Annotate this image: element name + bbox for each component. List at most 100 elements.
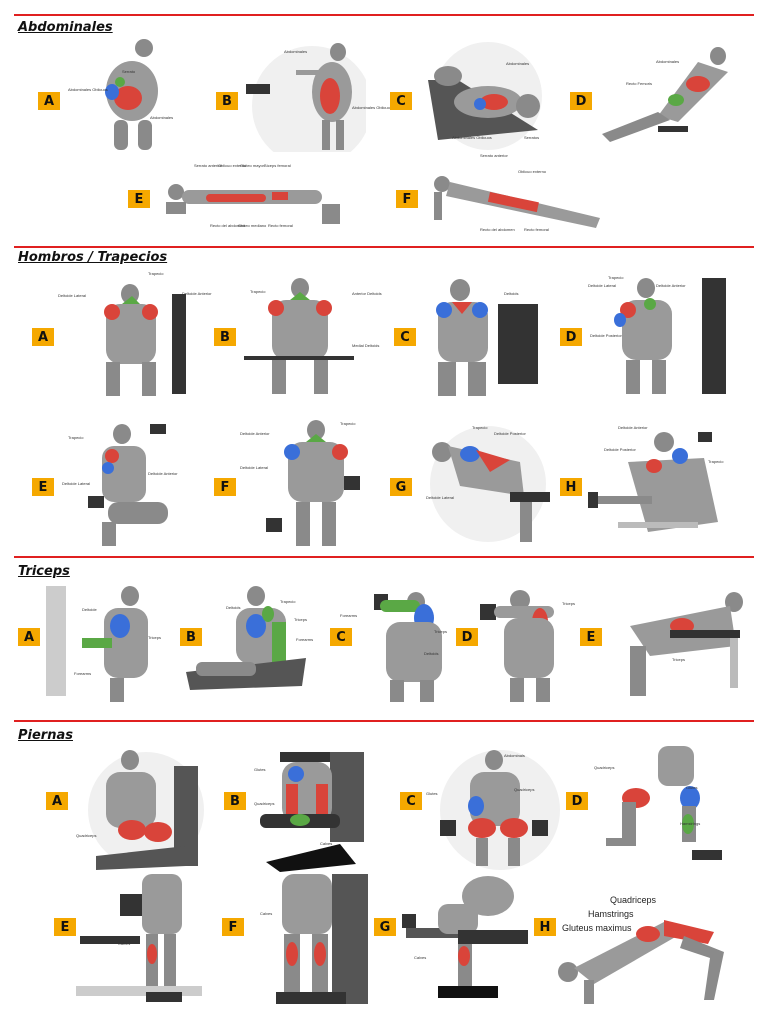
muscle-label: Quadriceps	[594, 765, 615, 770]
exercise-illustration	[430, 162, 610, 234]
muscle-label: Deltoide Anterior	[618, 425, 648, 430]
section-divider	[14, 14, 754, 16]
exercise-letter-badge: C	[394, 328, 416, 346]
exercise-illustration	[398, 874, 532, 1010]
exercise-card: E Calves	[54, 872, 204, 1012]
muscle-label: Calves	[320, 841, 333, 846]
section-abdominales: Abdominales A Serrato Abdominales Oblicu…	[0, 0, 768, 240]
muscle-label: Glutes	[686, 785, 698, 790]
muscle-label: Deltoids	[504, 291, 519, 296]
exercise-illustration	[480, 582, 584, 704]
exercise-illustration	[242, 40, 366, 152]
exercise-illustration	[554, 892, 740, 1008]
section-title: Hombros / Trapecios	[18, 250, 168, 265]
muscle-label: Anterior Deltoids	[352, 291, 382, 296]
muscle-label: Serratos	[524, 135, 540, 140]
muscle-label: Quadriceps	[254, 801, 275, 806]
exercise-illustration	[350, 582, 458, 704]
exercise-letter-badge: C	[390, 92, 412, 110]
muscle-label: Calves	[260, 911, 273, 916]
muscle-label: Deltoide Posterior	[604, 447, 636, 452]
muscle-label: Triceps	[562, 601, 575, 606]
muscle-label: Quadriceps	[514, 787, 535, 792]
muscle-label: Abdominales Oblicuos	[68, 87, 108, 92]
muscle-label: Serrato anterior	[194, 163, 222, 168]
muscle-label: Trapecio	[148, 271, 164, 276]
exercise-illustration	[162, 172, 352, 232]
muscle-label: Deltoide Lateral	[588, 283, 617, 288]
muscle-label: Forearms	[296, 637, 314, 642]
exercise-card: E Trapecio Deltoide Anterior Deltoide La…	[32, 416, 182, 550]
exercise-card: A Quadriceps	[46, 746, 206, 876]
exercise-illustration	[418, 40, 556, 152]
exercise-letter-badge: F	[396, 190, 418, 208]
exercise-letter-badge: A	[18, 628, 40, 646]
muscle-label: Trapecio	[340, 421, 356, 426]
muscle-label: Deltoids	[424, 651, 439, 656]
exercise-illustration	[252, 874, 370, 1010]
exercise-card: E Triceps	[580, 582, 750, 706]
muscle-label: Deltoide Lateral	[426, 495, 455, 500]
exercise-letter-badge: F	[222, 918, 244, 936]
exercise-card: D Quadriceps Glutes Hamstrings	[566, 746, 736, 876]
exercise-card: B Deltoids Trapecio Triceps Forearms	[176, 582, 326, 706]
exercise-illustration	[76, 274, 188, 398]
exercise-letter-badge: D	[570, 92, 592, 110]
exercise-card: D Trapecio Deltoide Anterior Deltoide La…	[556, 270, 736, 400]
exercise-card: E Serrato anterior Oblicuo externo Glúte…	[128, 162, 368, 238]
exercise-letter-badge: E	[54, 918, 76, 936]
muscle-label: Oblicuo externo	[218, 163, 247, 168]
exercise-card: B Glutes Quadriceps Calves	[220, 746, 370, 876]
exercise-letter-badge: A	[38, 92, 60, 110]
exercise-letter-badge: G	[374, 918, 396, 936]
muscle-label: Trapecio	[280, 599, 296, 604]
exercise-letter-badge: D	[566, 792, 588, 810]
muscle-label: Bíceps femoral	[264, 163, 291, 168]
exercise-card: F Serrato anterior Oblicuo externo Recto…	[396, 150, 626, 236]
muscle-label: Quadriceps	[76, 833, 97, 838]
exercise-card: A Serrato Abdominales Oblicuos Abdominal…	[38, 36, 188, 156]
muscle-label: Recto Femoris	[626, 81, 653, 86]
muscle-label: Forearms	[74, 671, 92, 676]
section-triceps: Triceps A Deltoide Triceps Forearms B De…	[0, 552, 768, 722]
section-title: Abdominales	[18, 20, 113, 35]
muscle-label: Quadriceps	[610, 895, 657, 905]
exercise-letter-badge: B	[214, 328, 236, 346]
muscle-label: Glúteo mayor	[240, 163, 265, 168]
exercise-letter-badge: C	[400, 792, 422, 810]
exercise-illustration	[176, 582, 326, 704]
muscle-label: Hamstrings	[588, 909, 634, 919]
muscle-label: Abdominales	[284, 49, 308, 54]
muscle-label: Abdominales	[150, 115, 174, 120]
exercise-card: B Trapecio Anterior Deltoids Medial Delt…	[214, 270, 384, 400]
muscle-label: Abdominales Oblicuos	[452, 135, 492, 140]
exercise-illustration	[260, 748, 368, 874]
exercise-card: G Calves	[374, 872, 534, 1012]
exercise-illustration	[606, 274, 730, 398]
exercise-letter-badge: E	[32, 478, 54, 496]
section-title: Triceps	[18, 564, 70, 579]
exercise-letter-badge: H	[560, 478, 582, 496]
section-divider	[14, 720, 754, 722]
muscle-label: Deltoide Anterior	[656, 283, 686, 288]
exercise-letter-badge: B	[224, 792, 246, 810]
exercise-card: B Abdominales Abdominales Oblicuos	[216, 36, 392, 156]
muscle-label: Trapecio	[708, 459, 724, 464]
section-hombros-trapecios: Hombros / Trapecios A Trapecio Deltoide …	[0, 240, 768, 556]
exercise-illustration	[598, 42, 748, 152]
muscle-label: Triceps	[672, 657, 685, 662]
muscle-label: Trapecio	[68, 435, 84, 440]
exercise-letter-badge: E	[580, 628, 602, 646]
exercise-illustration	[86, 746, 204, 874]
muscle-label: Deltoide Posterior	[590, 333, 622, 338]
muscle-label: Gluteus maximus	[562, 923, 632, 933]
exercise-card: C Forearms Triceps Deltoids	[330, 582, 460, 706]
section-title: Piernas	[18, 728, 73, 743]
exercise-letter-badge: A	[32, 328, 54, 346]
muscle-label: Forearms	[340, 613, 358, 618]
muscle-label: Trapecio	[608, 275, 624, 280]
muscle-label: Glutes	[426, 791, 438, 796]
muscle-label: Triceps	[294, 617, 307, 622]
muscle-label: Deltoide Lateral	[240, 465, 269, 470]
exercise-illustration	[244, 274, 354, 398]
